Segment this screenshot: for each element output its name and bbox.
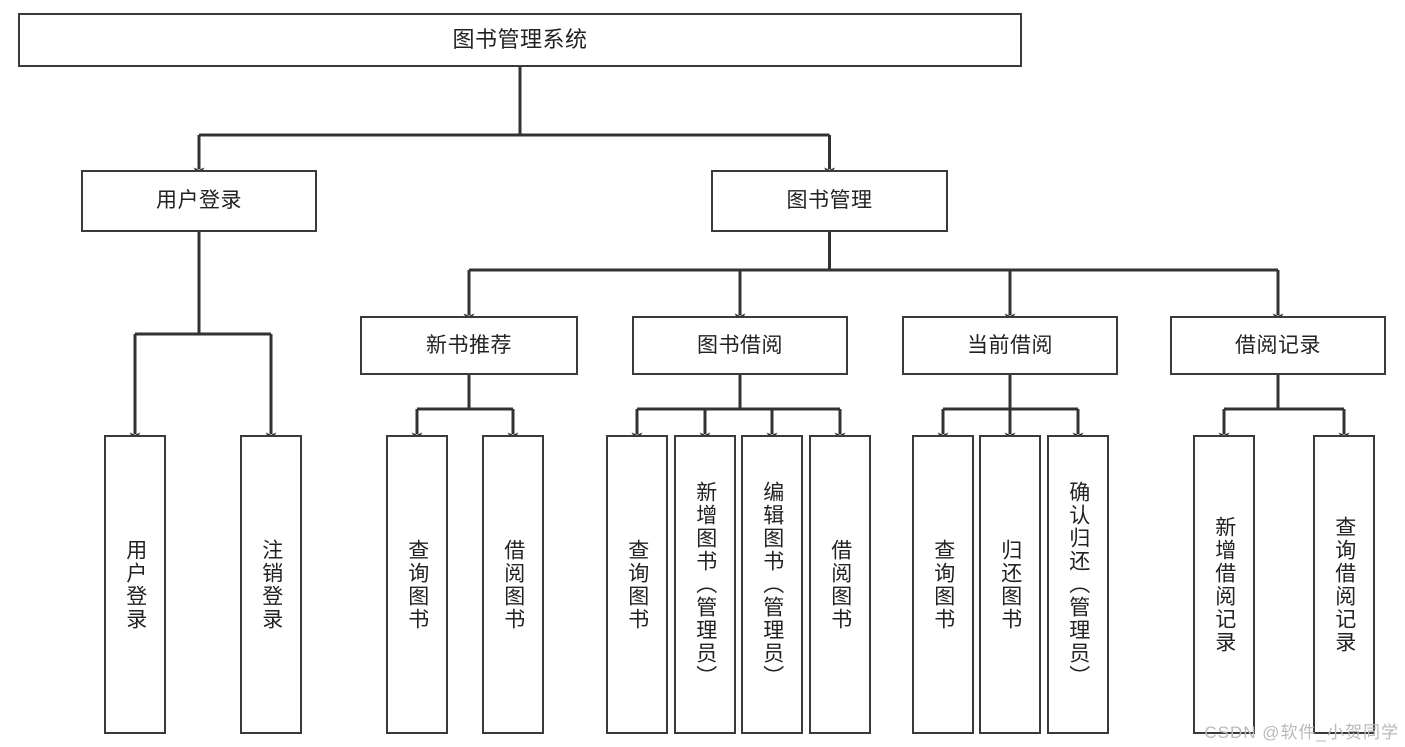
node-label: 编辑图书（管理员） (760, 481, 784, 688)
node-root[interactable]: 图书管理系统 (18, 13, 1022, 67)
node-label: 图书借阅 (697, 333, 783, 357)
node-label: 归还图书 (998, 538, 1022, 631)
node-leaf-bo-borrow[interactable]: 借阅图书 (809, 435, 871, 734)
node-label: 当前借阅 (967, 333, 1053, 357)
node-records[interactable]: 借阅记录 (1170, 316, 1386, 375)
node-leaf-bo-edit[interactable]: 编辑图书（管理员） (741, 435, 803, 734)
node-leaf-userlogin[interactable]: 用户登录 (104, 435, 166, 734)
node-label: 借阅记录 (1235, 333, 1321, 357)
node-leaf-rec-query[interactable]: 查询借阅记录 (1313, 435, 1375, 734)
node-leaf-bo-query[interactable]: 查询图书 (606, 435, 668, 734)
node-label: 确认归还（管理员） (1066, 481, 1090, 688)
node-leaf-nb-borrow[interactable]: 借阅图书 (482, 435, 544, 734)
node-leaf-cu-confirm[interactable]: 确认归还（管理员） (1047, 435, 1109, 734)
node-label: 图书管理系统 (452, 26, 588, 52)
node-label: 新增图书（管理员） (693, 481, 717, 688)
node-current[interactable]: 当前借阅 (902, 316, 1118, 375)
node-leaf-logout[interactable]: 注销登录 (240, 435, 302, 734)
node-label: 借阅图书 (828, 538, 852, 631)
node-label: 查询借阅记录 (1332, 515, 1356, 654)
node-leaf-rec-add[interactable]: 新增借阅记录 (1193, 435, 1255, 734)
node-borrow[interactable]: 图书借阅 (632, 316, 848, 375)
node-label: 用户登录 (156, 189, 242, 213)
tree-connectors (129, 67, 1350, 442)
node-bookmgmt[interactable]: 图书管理 (711, 170, 948, 232)
node-label: 借阅图书 (501, 538, 525, 631)
node-newbook[interactable]: 新书推荐 (360, 316, 578, 375)
node-label: 新增借阅记录 (1212, 515, 1236, 654)
node-label: 注销登录 (259, 538, 283, 631)
node-label: 新书推荐 (426, 333, 512, 357)
node-login[interactable]: 用户登录 (81, 170, 317, 232)
node-leaf-cu-query[interactable]: 查询图书 (912, 435, 974, 734)
node-label: 查询图书 (405, 538, 429, 631)
node-label: 用户登录 (123, 538, 147, 631)
node-leaf-bo-add[interactable]: 新增图书（管理员） (674, 435, 736, 734)
node-label: 查询图书 (625, 538, 649, 631)
node-leaf-cu-return[interactable]: 归还图书 (979, 435, 1041, 734)
watermark-text: CSDN @软件_小贺同学 (1204, 723, 1399, 742)
node-label: 查询图书 (931, 538, 955, 631)
node-leaf-nb-query[interactable]: 查询图书 (386, 435, 448, 734)
node-label: 图书管理 (786, 189, 873, 213)
